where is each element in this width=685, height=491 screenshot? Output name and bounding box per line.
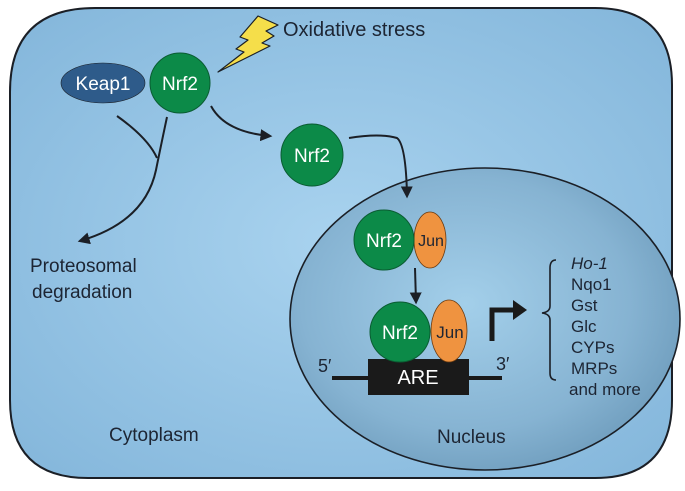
degradation-path-keap1 — [116, 115, 158, 159]
are-element — [368, 359, 469, 395]
nucleus-label: Nucleus — [437, 427, 506, 448]
target-gene-list: Ho-1 Nqo1 Gst Glc CYPs MRPs and more — [569, 254, 641, 399]
jun-protein-bound — [430, 299, 468, 363]
target-genes-brace — [541, 259, 557, 381]
translocation-arrow — [348, 134, 413, 199]
lightning-bolt-icon — [217, 15, 279, 73]
nucleus — [289, 167, 681, 471]
gene-nqo1: Nqo1 — [571, 275, 612, 294]
degradation-arrow — [77, 116, 168, 245]
degradation-label-line2: degradation — [32, 282, 132, 303]
gene-mrps: MRPs — [571, 359, 617, 378]
keap1-nrf2-complex: Keap1 Nrf2 — [60, 52, 211, 114]
five-prime-label: 5′ — [318, 356, 332, 376]
three-prime-label: 3′ — [496, 354, 510, 374]
nrf2-jun-dimer: Nrf2 Jun — [353, 209, 447, 271]
gene-gst: Gst — [571, 296, 598, 315]
oxidative-stress-label: Oxidative stress — [283, 19, 425, 41]
nrf2-label-bound: Nrf2 — [162, 74, 198, 95]
transcription-arrowhead — [513, 300, 527, 320]
nrf2-protein-free — [280, 123, 344, 187]
jun-label-nuclear: Jun — [418, 233, 444, 250]
release-arrow — [210, 105, 273, 142]
gene-and-more: and more — [569, 380, 641, 399]
nrf2-protein-dna-bound — [369, 301, 431, 363]
degradation-label-line1: Proteosomal — [30, 256, 137, 277]
nrf2-protein-nuclear — [353, 209, 415, 271]
cytoplasm-label: Cytoplasm — [109, 425, 199, 446]
gene-ho1: Ho-1 — [571, 254, 608, 273]
nrf2-label-free: Nrf2 — [294, 146, 330, 167]
transcription-start-arrow — [489, 307, 515, 341]
are-label: ARE — [397, 367, 438, 389]
keap1-protein — [60, 62, 146, 104]
nrf2-label-nuclear: Nrf2 — [366, 231, 402, 252]
keap1-label: Keap1 — [76, 74, 131, 95]
binding-arrow — [409, 267, 422, 305]
gene-cyps: CYPs — [571, 338, 614, 357]
gene-glc: Glc — [571, 317, 597, 336]
jun-label-dna-bound: Jun — [436, 323, 463, 342]
nrf2-label-dna-bound: Nrf2 — [382, 323, 418, 344]
nrf2-protein-bound — [149, 52, 211, 114]
nrf2-jun-bound-dimer: Nrf2 Jun — [369, 299, 468, 363]
